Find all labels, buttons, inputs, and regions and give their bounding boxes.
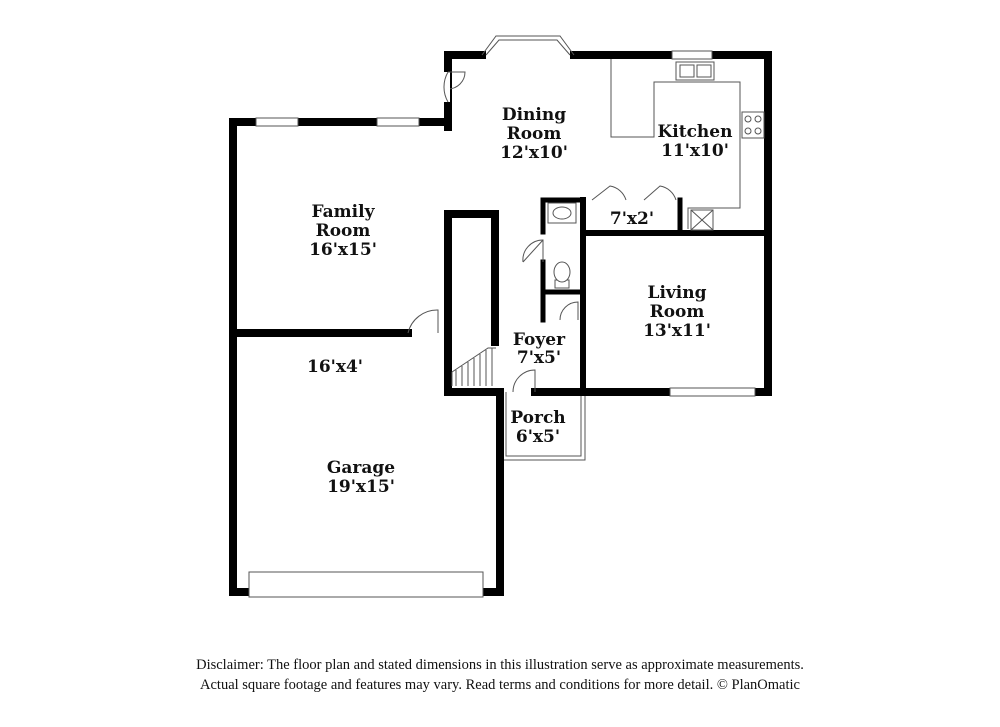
kitchen-fixtures [610, 59, 765, 231]
foyer-dims: 7'x5' [517, 348, 561, 368]
living-room-dims: 13'x11' [643, 321, 711, 341]
living-room-name-2: Room [650, 302, 705, 322]
room-family: Family Room 16'x15' [309, 202, 377, 260]
exterior-walls [229, 51, 772, 596]
dining-room-dims: 12'x10' [500, 143, 568, 163]
stairs [451, 347, 496, 386]
room-porch: Porch 6'x5' [510, 408, 565, 447]
bathroom-fixtures [547, 202, 577, 289]
room-hall: 16'x4' [307, 357, 363, 377]
windows [248, 35, 756, 598]
family-room-name-2: Room [316, 221, 371, 241]
kitchen-dims: 11'x10' [661, 141, 729, 161]
room-pantry: 7'x2' [610, 209, 654, 229]
family-room-name-1: Family [312, 202, 376, 222]
kitchen-name: Kitchen [658, 122, 733, 142]
porch-name: Porch [510, 408, 565, 428]
room-kitchen: Kitchen 11'x10' [658, 122, 733, 161]
room-foyer: Foyer 7'x5' [513, 330, 566, 368]
room-garage: Garage 19'x15' [327, 458, 395, 497]
hall-dims: 16'x4' [307, 357, 363, 377]
garage-name: Garage [327, 458, 395, 478]
fridge-icon [690, 209, 714, 231]
porch-dims: 6'x5' [516, 427, 560, 447]
dining-room-name-1: Dining [502, 105, 566, 125]
pantry-dims: 7'x2' [610, 209, 654, 229]
room-dining: Dining Room 12'x10' [500, 105, 568, 163]
living-room-name-1: Living [648, 283, 707, 303]
toilet-icon [553, 261, 571, 289]
garage-dims: 19'x15' [327, 477, 395, 497]
interior-walls [229, 197, 771, 396]
family-room-dims: 16'x15' [309, 240, 377, 260]
stove-icon [741, 111, 765, 139]
disclaimer-line-2: Actual square footage and features may v… [200, 677, 800, 693]
dining-room-name-2: Room [507, 124, 562, 144]
doors [407, 71, 677, 393]
disclaimer-line-1: Disclaimer: The floor plan and stated di… [196, 657, 804, 673]
room-living: Living Room 13'x11' [643, 283, 711, 341]
foyer-name: Foyer [513, 330, 566, 350]
